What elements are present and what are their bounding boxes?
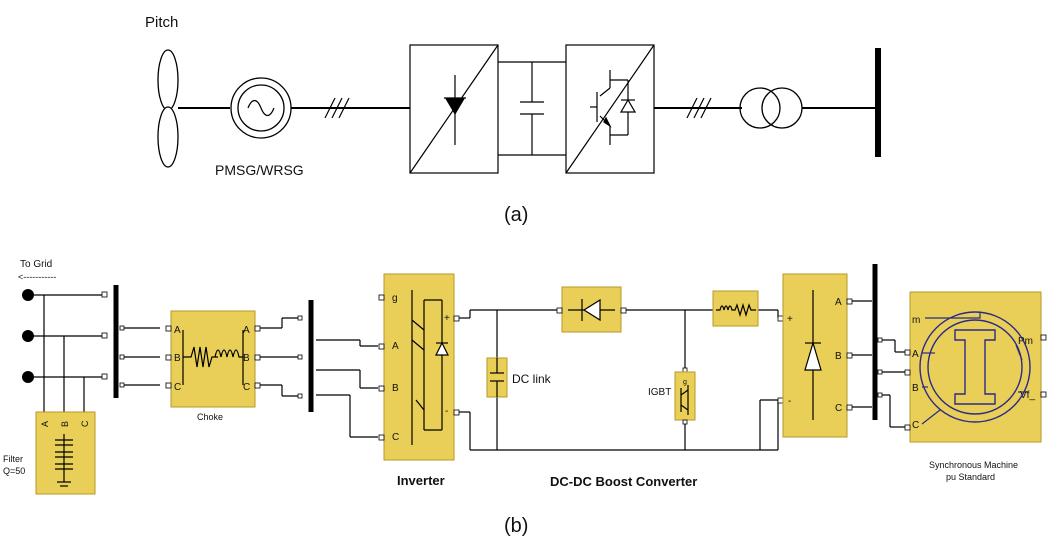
inverter-port-b: B [392, 383, 399, 394]
dc-link-box [498, 61, 566, 156]
schematic-a: Pitch PMSG/WRSG [145, 14, 881, 178]
choke-in-port-c: C [174, 382, 181, 393]
inverter-dc-plus: + [444, 313, 450, 324]
rectifier-box [409, 44, 499, 174]
machine-label-line2: pu Standard [946, 472, 995, 482]
diode-icon [444, 75, 466, 145]
inverter-label: Inverter [397, 473, 445, 488]
rectifier-port-b: B [835, 351, 842, 362]
dc-link-label: DC link [512, 372, 552, 386]
filter-port-c: C [80, 420, 90, 427]
choke-block: A B C A B C [165, 310, 261, 408]
three-phase-marker-icon [324, 97, 350, 119]
igbt-label: IGBT [648, 387, 671, 398]
boost-inductor-block [712, 290, 759, 327]
generator-icon [230, 77, 292, 139]
generator-label: PMSG/WRSG [215, 162, 304, 178]
dc-link-capacitor [486, 357, 508, 398]
inverter-block: g A B C + - [378, 273, 460, 461]
inverter-port-c: C [392, 432, 399, 443]
machine-port-pm: Pm [1018, 336, 1033, 347]
filter-label-line2: Q=50 [3, 466, 25, 476]
rectifier-block: + - A B C [777, 273, 853, 438]
filter-block: A B C [35, 411, 96, 495]
machine-label-line1: Synchronous Machine [929, 460, 1018, 470]
inductor-icon [182, 330, 244, 385]
rectifier-port-a: A [835, 297, 842, 308]
igbt-port-g: g [683, 379, 687, 386]
machine-port-b: B [912, 383, 919, 394]
inverter-port-g: g [392, 293, 398, 304]
choke-in-port-a: A [174, 325, 181, 336]
inverter-port-a: A [392, 341, 399, 352]
to-grid-label: To Grid [20, 259, 52, 270]
filter-port-b: B [60, 421, 70, 427]
machine-port-vf: Vf_ [1020, 390, 1035, 401]
capacitor-bank-icon [55, 434, 73, 487]
inverter-dc-minus: - [445, 406, 448, 417]
grid-terminals [22, 289, 34, 383]
synchronous-machine-block: m A B C Pm Vf_ [904, 291, 1047, 443]
transformer-icon [739, 87, 803, 129]
machine-port-m: m [912, 315, 920, 326]
boost-converter-label: DC-DC Boost Converter [550, 474, 697, 489]
rectifier-port-c: C [835, 403, 842, 414]
rectifier-dc-minus: - [788, 396, 791, 407]
schematic-b: To Grid <----------- A B C [3, 259, 1047, 495]
caption-a: (a) [504, 204, 528, 226]
caption-b: (b) [504, 515, 528, 537]
to-grid-arrow: <----------- [18, 272, 56, 282]
pitch-label: Pitch [145, 14, 178, 31]
machine-port-c: C [912, 420, 919, 431]
filter-port-a: A [40, 421, 50, 427]
machine-icon [919, 311, 1031, 425]
choke-out-port-b: B [243, 353, 250, 364]
choke-out-port-c: C [243, 382, 250, 393]
inverter-box [565, 44, 655, 174]
boost-igbt-block: g [674, 367, 696, 425]
choke-in-port-b: B [174, 353, 181, 364]
choke-out-port-a: A [243, 325, 250, 336]
turbine-blades-icon [157, 49, 179, 168]
rectifier-dc-plus: + [787, 314, 793, 325]
machine-port-a: A [912, 349, 919, 360]
boost-diode-block [556, 286, 627, 333]
igbt-icon [411, 290, 449, 445]
igbt-icon [680, 385, 689, 415]
three-phase-marker-icon [686, 97, 712, 119]
diode-icon [804, 290, 822, 420]
choke-label: Choke [197, 412, 223, 422]
igbt-icon [590, 70, 637, 145]
filter-label-line1: Filter [3, 454, 23, 464]
